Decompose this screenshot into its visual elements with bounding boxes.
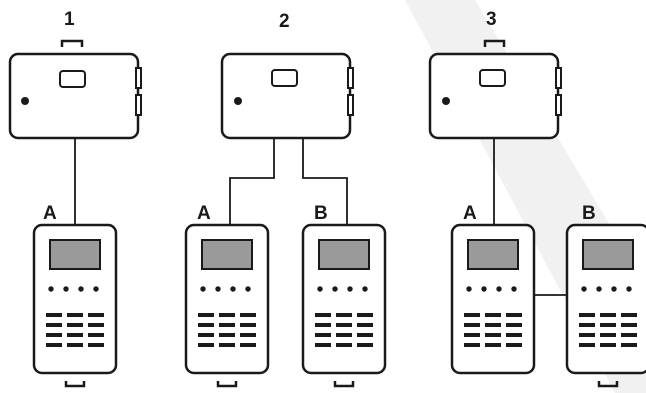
keypad-keys: [464, 313, 522, 347]
configuration-1-number: 1: [64, 9, 75, 30]
panel-side-tab: [135, 67, 142, 89]
panel-indicator-window: [59, 70, 86, 88]
keypad-led: [481, 286, 487, 292]
keypad-label-a: A: [43, 203, 57, 224]
keypad-led: [596, 286, 602, 292]
panel-status-led: [234, 97, 242, 105]
keypad-b: [301, 223, 387, 388]
keypad-bottom-clip: [333, 381, 355, 388]
panel-status-led: [21, 97, 29, 105]
control-panel-3: [428, 39, 562, 140]
panel-side-tab: [555, 67, 562, 89]
keypad-led: [362, 286, 368, 292]
wire: [302, 138, 348, 225]
keypad-led: [626, 286, 632, 292]
configuration-3-number: 3: [486, 9, 497, 30]
keypad-bottom-clip: [597, 381, 619, 388]
keypad-led: [78, 286, 84, 292]
keypad-keys: [579, 313, 637, 347]
panel-indicator-window: [479, 69, 506, 87]
wire: [229, 138, 275, 225]
panel-side-tab: [135, 94, 142, 116]
keypad-display: [201, 239, 253, 270]
keypad-keys: [198, 313, 256, 347]
keypad-display: [467, 239, 519, 270]
keypad-label-a: A: [197, 203, 211, 224]
keypad-label-b: B: [314, 203, 328, 224]
keypad-display: [318, 239, 370, 270]
panel-side-tab: [347, 67, 354, 89]
keypad-led: [317, 286, 323, 292]
panel-top-clip: [60, 39, 84, 47]
keypad-led: [347, 286, 353, 292]
configuration-2: 2 A B: [184, 11, 387, 388]
keypad-label-b: B: [582, 203, 596, 224]
keypad-display: [49, 239, 101, 270]
keypad-display: [582, 239, 634, 270]
keypad-a: [32, 223, 118, 388]
keypad-led: [332, 286, 338, 292]
keypad-a: [450, 223, 536, 375]
keypad-led: [215, 286, 221, 292]
panel-side-tab: [347, 94, 354, 116]
panel-body: [428, 52, 560, 140]
configuration-1: 1 A: [8, 9, 142, 388]
keypad-led: [581, 286, 587, 292]
keypad-led: [511, 286, 517, 292]
keypad-keys: [46, 313, 104, 347]
keypad-led: [611, 286, 617, 292]
keypad-a: [184, 223, 270, 388]
keypad-led: [245, 286, 251, 292]
panel-indicator-window: [271, 69, 298, 87]
keypad-bottom-clip: [64, 381, 86, 388]
keypad-keys: [315, 313, 373, 347]
panel-body: [220, 52, 352, 140]
keypad-led: [48, 286, 54, 292]
panel-side-tab: [555, 94, 562, 116]
panel-top-clip: [483, 39, 506, 47]
control-panel-2: [220, 52, 354, 140]
panel-status-led: [442, 97, 450, 105]
panel-body: [8, 52, 140, 140]
keypad-bottom-clip: [216, 381, 238, 388]
keypad-b: [565, 223, 646, 388]
keypad-led: [466, 286, 472, 292]
keypad-label-a: A: [463, 203, 477, 224]
keypad-led: [496, 286, 502, 292]
configuration-3: 3 A B: [428, 9, 646, 388]
control-panel-1: [8, 39, 142, 140]
configuration-2-number: 2: [279, 11, 290, 32]
keypad-led: [63, 286, 69, 292]
keypad-led: [200, 286, 206, 292]
keypad-led: [230, 286, 236, 292]
keypad-led: [93, 286, 99, 292]
